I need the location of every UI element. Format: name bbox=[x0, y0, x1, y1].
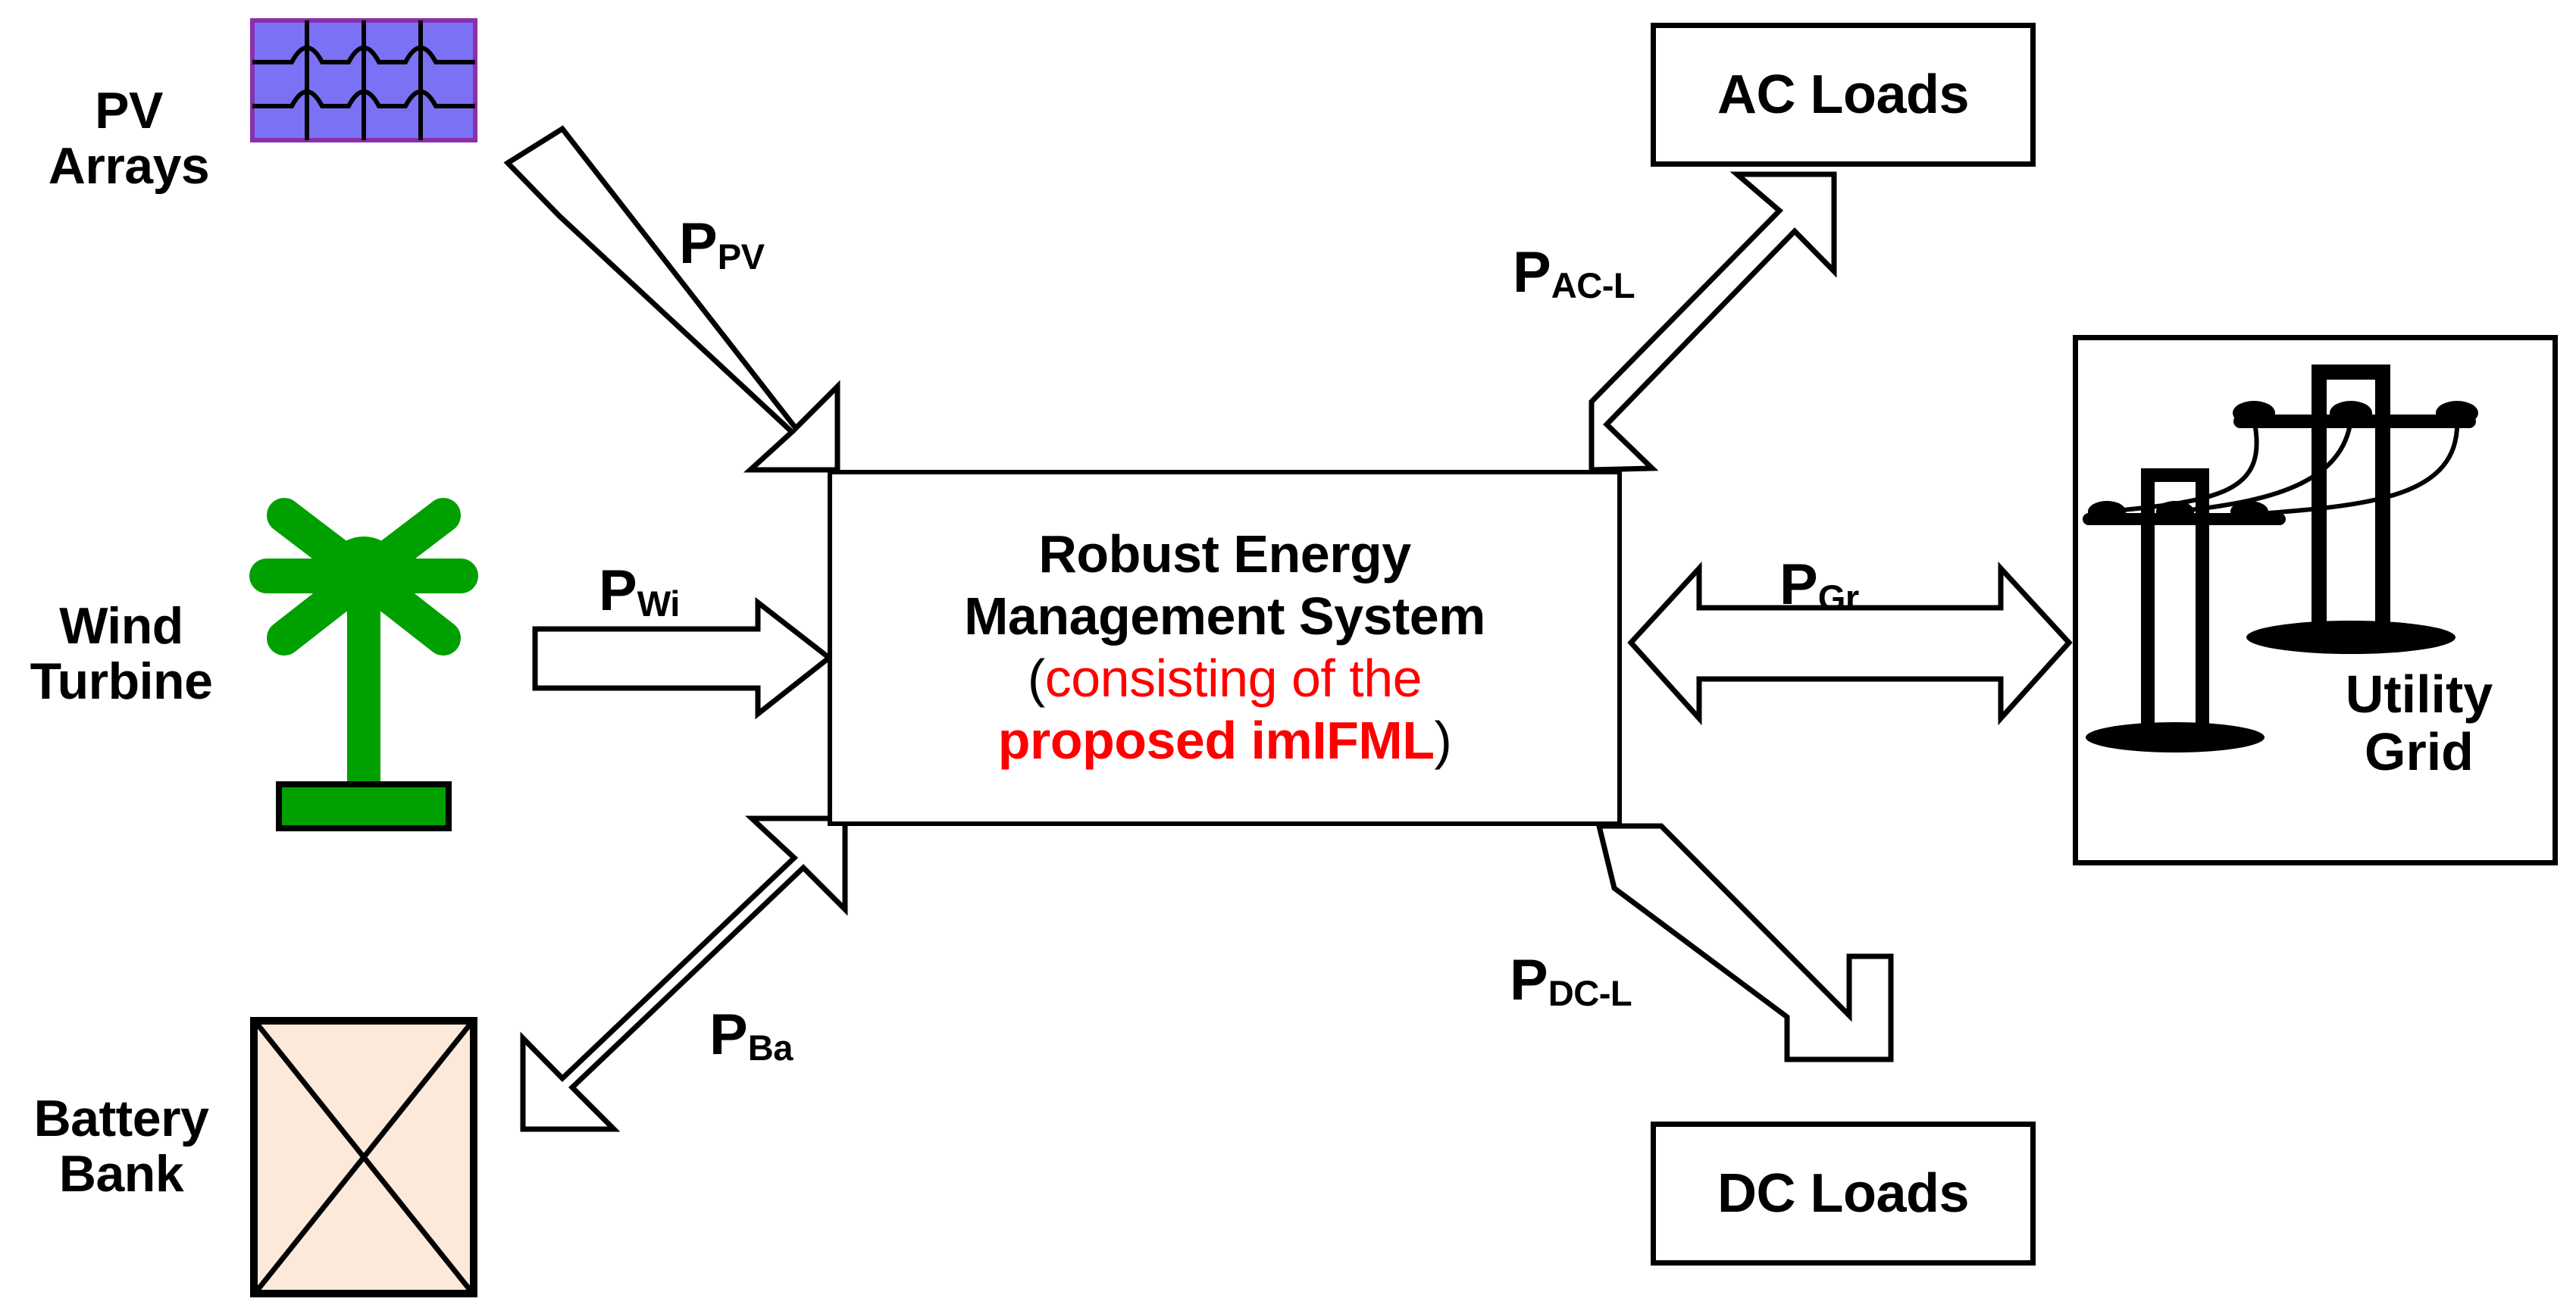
utility-grid-label: Utility Grid bbox=[2345, 665, 2493, 781]
flow-symbol-battery: P bbox=[709, 1003, 748, 1067]
ems-paren-open: ( bbox=[1027, 649, 1045, 708]
ac-loads-box[interactable]: AC Loads bbox=[1651, 23, 2036, 167]
flow-arrow-battery bbox=[500, 811, 856, 1152]
ac-loads-label: AC Loads bbox=[1717, 64, 1970, 125]
flow-label-ac-loads: PAC-L bbox=[1513, 244, 1635, 305]
solar-panel-icon bbox=[250, 18, 477, 142]
battery-bank-icon bbox=[250, 1017, 477, 1297]
ems-line-4: proposed imIFML) bbox=[998, 710, 1452, 772]
flow-symbol-grid: P bbox=[1779, 552, 1818, 617]
wind-turbine-label: Wind Turbine bbox=[30, 597, 213, 711]
flow-arrow-dc-loads bbox=[1592, 818, 1895, 1122]
flow-subscript-pv: PV bbox=[717, 236, 765, 277]
flow-subscript-ac-loads: AC-L bbox=[1551, 264, 1635, 305]
flow-subscript-battery: Ba bbox=[747, 1027, 793, 1068]
flow-label-battery: PBa bbox=[709, 1003, 793, 1067]
dc-loads-label: DC Loads bbox=[1717, 1163, 1970, 1224]
flow-label-dc-loads: PDC-L bbox=[1510, 952, 1632, 1011]
ems-line-1: Robust Energy bbox=[1038, 524, 1411, 584]
ems-line-4-red: proposed imIFML bbox=[997, 710, 1435, 770]
flow-label-wind: PWi bbox=[599, 559, 680, 623]
flow-arrow-ac-loads bbox=[1584, 171, 1887, 485]
ems-line-3: (consisting of the bbox=[1027, 648, 1423, 710]
flow-symbol-wind: P bbox=[599, 559, 637, 623]
ems-line-2: Management System bbox=[964, 587, 1485, 646]
flow-symbol-ac-loads: P bbox=[1513, 240, 1551, 305]
flow-subscript-wind: Wi bbox=[637, 583, 681, 624]
ems-paren-close: ) bbox=[1434, 710, 1452, 770]
pv-arrays-label: PV Arrays bbox=[48, 82, 210, 196]
flow-arrow-grid bbox=[1626, 561, 2074, 727]
wind-turbine-icon bbox=[249, 440, 478, 834]
battery-bank-label: Battery Bank bbox=[33, 1090, 209, 1203]
flow-label-grid: PGr bbox=[1779, 556, 1859, 615]
transmission-tower-icon bbox=[2078, 340, 2553, 860]
dc-loads-box[interactable]: DC Loads bbox=[1651, 1122, 2036, 1266]
flow-symbol-dc-loads: P bbox=[1510, 948, 1548, 1012]
flow-arrow-wind bbox=[531, 596, 834, 720]
ems-line-3-red: consisting of the bbox=[1044, 649, 1423, 708]
flow-label-pv: PPV bbox=[679, 215, 765, 274]
flow-arrow-pv bbox=[493, 125, 872, 474]
utility-grid-box[interactable]: Utility Grid bbox=[2073, 335, 2558, 865]
flow-subscript-dc-loads: DC-L bbox=[1548, 972, 1632, 1013]
energy-management-system-box[interactable]: Robust Energy Management System (consist… bbox=[828, 470, 1622, 826]
flow-symbol-pv: P bbox=[679, 211, 718, 276]
flow-subscript-grid: Gr bbox=[1817, 577, 1859, 618]
